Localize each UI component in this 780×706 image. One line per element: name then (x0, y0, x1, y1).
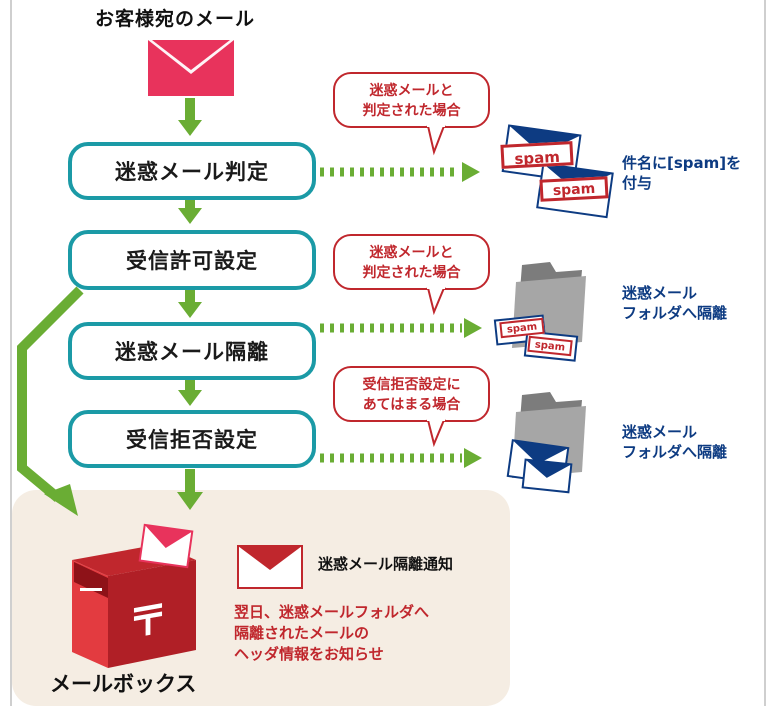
mail-in-slot-icon (138, 523, 194, 569)
result-spam-tag: 件名に[spam]を 付与 (622, 154, 742, 192)
incoming-mail-envelope (148, 40, 234, 96)
dotted-arrows (320, 162, 482, 468)
condition-bubble: 受信拒否設定に あてはまる場合 (333, 366, 490, 422)
step-quarantine: 迷惑メール隔離 (68, 322, 316, 380)
result-quarantine: 迷惑メール フォルダへ隔離 (622, 284, 728, 322)
bypass-arrow (17, 286, 84, 502)
diagram-title: お客様宛のメール (95, 8, 256, 30)
condition-bubble: 迷惑メールと 判定された場合 (333, 72, 490, 128)
blocked-mail-envelope-icon (506, 439, 573, 494)
notice-envelope-icon (237, 545, 303, 589)
notice-text: 翌日、迷惑メールフォルダへ 隔離されたメールの ヘッダ情報をお知らせ (234, 603, 430, 663)
mailbox-label: メールボックス (50, 672, 197, 696)
result-quarantine-blocked: 迷惑メール フォルダへ隔離 (622, 423, 728, 461)
step-allow-list: 受信許可設定 (68, 230, 316, 290)
step-block-list: 受信拒否設定 (68, 410, 316, 468)
notice-title: 迷惑メール隔離通知 (318, 555, 454, 573)
flow-arrows (177, 98, 203, 510)
condition-bubble: 迷惑メールと 判定された場合 (333, 234, 490, 290)
step-spam-check: 迷惑メール判定 (68, 142, 316, 200)
page-frame (10, 0, 766, 706)
